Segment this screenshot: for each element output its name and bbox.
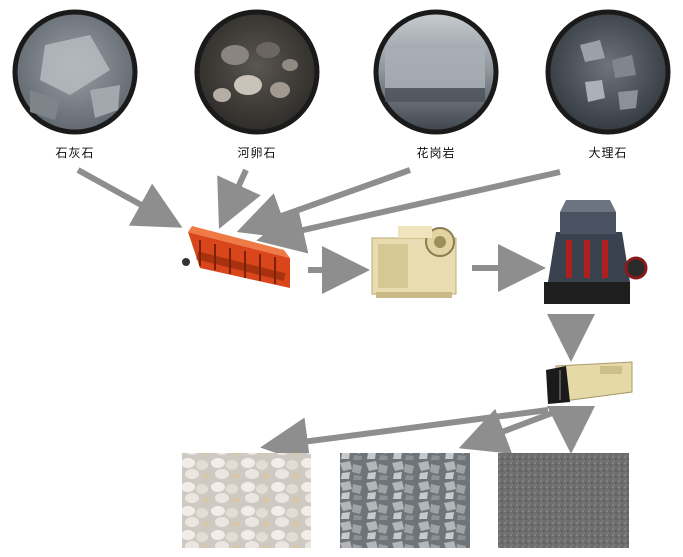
arrow-granite-to-feeder: [236, 167, 412, 239]
arrow-limestone-to-feeder: [76, 167, 183, 228]
arrow-pebble-to-feeder: [217, 168, 261, 229]
label-granite: 花岗岩: [416, 146, 456, 160]
arrow-marble-to-feeder: [256, 169, 561, 254]
flow-arrows: [76, 167, 595, 466]
stone-pebble: [194, 9, 320, 135]
vibrating-feeder: [182, 226, 290, 288]
product-sand: [498, 453, 629, 548]
jaw-crusher: [371, 226, 457, 298]
product-gravel: [340, 453, 470, 548]
label-marble: 大理石: [588, 146, 628, 160]
vibrating-screen: [546, 361, 633, 404]
stone-granite: [373, 9, 499, 135]
cone-crusher: [544, 200, 648, 304]
product-pebbles: [182, 453, 311, 548]
label-limestone: 石灰石: [55, 146, 95, 160]
arrow-screen-to-gravel: [458, 408, 557, 454]
stone-limestone: [12, 9, 138, 135]
stone-marble: [545, 9, 671, 135]
label-pebble: 河卵石: [237, 146, 277, 160]
